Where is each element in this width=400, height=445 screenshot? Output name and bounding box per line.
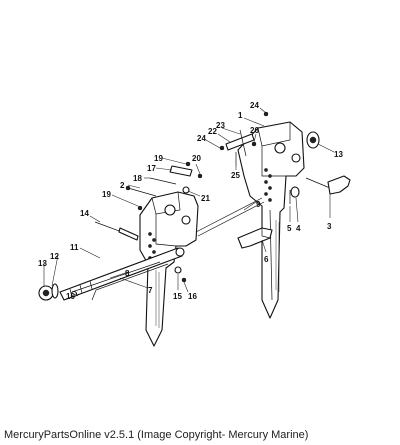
copyright-caption: MercuryPartsOnline v2.5.1 (Image Copyrig…: [4, 429, 309, 441]
callout-21: 21: [201, 194, 210, 203]
tilt-stop-rod: [94, 221, 139, 241]
lower-rod: [71, 261, 161, 293]
callout-17: 17: [147, 164, 156, 173]
callout-7: 7: [148, 286, 153, 295]
callout-16: 16: [188, 292, 197, 301]
leader-lines: [43, 107, 335, 297]
callout-24-top: 24: [250, 101, 259, 110]
callout-25: 25: [231, 171, 240, 180]
callout-3: 3: [327, 222, 332, 231]
callout-20: 20: [192, 154, 201, 163]
callout-8: 8: [125, 269, 130, 278]
clamp-handle: [237, 227, 273, 249]
callout-15: 15: [173, 292, 182, 301]
callout-19-top: 19: [154, 154, 163, 163]
callout-23: 23: [216, 121, 225, 130]
callout-14: 14: [80, 209, 89, 218]
callout-22: 22: [208, 127, 217, 136]
diagram-canvas: 1 2 3 4 5 6 7 8 9 10 11 12 13 13 14 15 1…: [38, 101, 351, 347]
callout-24-left: 24: [197, 134, 206, 143]
callout-26: 26: [250, 126, 259, 135]
callout-19-left: 19: [102, 190, 111, 199]
callout-10: 10: [66, 292, 75, 301]
tilt-lever: [305, 175, 351, 195]
small-hardware: [125, 111, 300, 283]
callout-9: 9: [256, 200, 261, 209]
callout-18: 18: [133, 174, 142, 183]
callout-2: 2: [120, 181, 125, 190]
end-nut-right: [306, 131, 320, 149]
callout-1: 1: [238, 111, 243, 120]
end-nut-left: [38, 283, 59, 301]
callout-13-right: 13: [334, 150, 343, 159]
callout-11: 11: [70, 243, 79, 252]
front-clamp-bracket: [139, 191, 199, 347]
tilt-lock-rod: [91, 263, 169, 301]
exploded-parts-diagram: 1 2 3 4 5 6 7 8 9 10 11 12 13 13 14 15 1…: [38, 101, 351, 347]
thru-tube: [195, 197, 265, 237]
callout-12: 12: [50, 252, 59, 261]
callout-4: 4: [296, 224, 301, 233]
callout-numbers: 1 2 3 4 5 6 7 8 9 10 11 12 13 13 14 15 1…: [38, 101, 343, 301]
callout-5: 5: [287, 224, 292, 233]
callout-6: 6: [264, 255, 269, 264]
callout-13-left: 13: [38, 259, 47, 268]
rear-clamp-bracket: [237, 121, 305, 319]
